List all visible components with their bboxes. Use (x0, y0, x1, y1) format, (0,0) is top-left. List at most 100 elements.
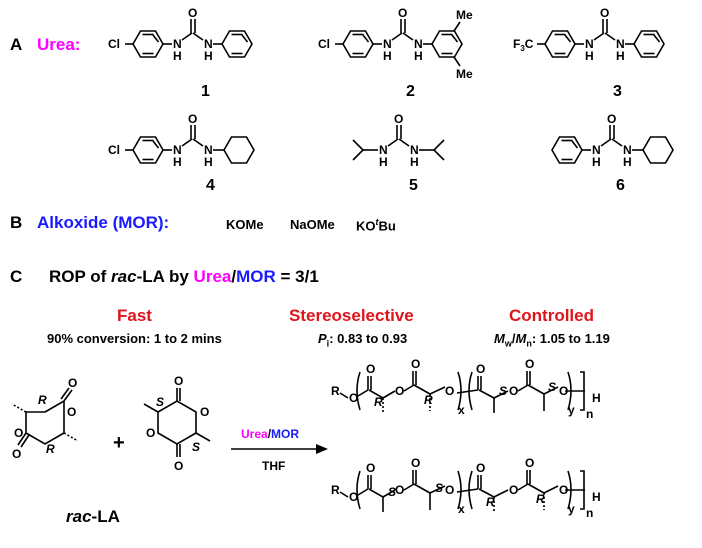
atom-n: N (616, 37, 625, 51)
atom-n-sub: n (586, 506, 593, 520)
lactide-ss-structure: O O S S O O (143, 374, 211, 473)
feature-stereo-detail: Pi: 0.83 to 0.93 (318, 331, 407, 349)
compound-5-structure: N H O N H (352, 112, 445, 169)
atom-h: H (204, 155, 213, 169)
atom-n: N (623, 143, 632, 157)
compound-5-number: 5 (409, 177, 418, 194)
atom-x: x (458, 502, 465, 516)
atom-h: H (592, 391, 601, 405)
feature-controlled-detail: Mw/Mn: 1.05 to 1.19 (494, 331, 610, 349)
atom-o: O (14, 426, 23, 440)
atom-r: R (331, 384, 340, 398)
atom-o: O (349, 391, 358, 405)
compound-2-structure: Cl N H O N H Me Me (318, 6, 473, 81)
polymer-2-structure: R O O S O O S O x O R O O (331, 456, 601, 520)
atom-h: H (173, 49, 182, 63)
atom-n: N (410, 143, 419, 157)
atom-r: R (331, 483, 340, 497)
mn-italic: M (515, 331, 527, 346)
atom-o: O (525, 357, 534, 371)
atom-o: O (525, 456, 534, 470)
atom-me: Me (456, 8, 473, 22)
atom-o: O (394, 112, 403, 126)
atom-o: O (509, 483, 518, 497)
atom-n: N (204, 37, 213, 51)
atom-o: O (366, 461, 375, 475)
atom-y: y (568, 403, 575, 417)
atom-o: O (366, 362, 375, 376)
atom-n: N (585, 37, 594, 51)
atom-o: O (398, 6, 407, 20)
atom-o: O (146, 426, 155, 440)
arrow-catalyst-label: Urea/MOR (241, 427, 299, 441)
atom-o: O (174, 374, 183, 388)
pi-sub: i (326, 338, 330, 349)
rac-la-rest: -LA (91, 507, 120, 526)
atom-o: O (174, 459, 183, 473)
pi-italic: P (318, 331, 327, 346)
atom-o: O (607, 112, 616, 126)
stereo-s: S (156, 395, 164, 409)
arrow-slash: / (267, 427, 272, 441)
polymer-1-structure: R O O R O O R O x O S O O (331, 357, 601, 421)
atom-cl: Cl (108, 37, 120, 51)
rop-title-rac: rac (111, 267, 137, 286)
atom-n: N (414, 37, 423, 51)
atom-h: H (585, 49, 594, 63)
atom-y: y (568, 502, 575, 516)
atom-f3c: F3C (513, 37, 534, 53)
atom-me: Me (456, 67, 473, 81)
compound-3-structure: F3C N H O N H (513, 6, 665, 63)
atom-o: O (188, 112, 197, 126)
arrow-solvent-label: THF (262, 459, 286, 473)
compound-2-number: 2 (406, 83, 415, 100)
plus-sign: + (113, 432, 125, 454)
reagent-kotbu: KOtBu (356, 217, 396, 233)
atom-h: H (592, 155, 601, 169)
compound-1-structure: Cl N H O N H (108, 6, 253, 63)
atom-o: O (476, 461, 485, 475)
compound-4-structure: Cl N H O N H (108, 112, 255, 169)
section-c-letter: C (10, 267, 23, 286)
pi-rest: : 0.83 to 0.93 (329, 331, 408, 346)
feature-stereo-heading: Stereoselective (289, 306, 414, 325)
atom-o: O (445, 384, 454, 398)
atom-o: O (395, 384, 404, 398)
stereo-r: R (486, 495, 495, 509)
feature-fast-detail: 90% conversion: 1 to 2 mins (47, 331, 222, 346)
rac-la-italic: rac (66, 507, 92, 526)
atom-o: O (600, 6, 609, 20)
atom-o: O (411, 357, 420, 371)
section-b-letter: B (10, 213, 23, 232)
mw-sub: w (504, 338, 512, 349)
reaction-arrow (231, 444, 328, 454)
atom-h: H (410, 155, 419, 169)
stereo-r: R (374, 395, 383, 409)
atom-o: O (349, 490, 358, 504)
arrow-mor: MOR (271, 427, 300, 441)
atom-h: H (623, 155, 632, 169)
atom-h: H (414, 49, 423, 63)
kotbu-suffix: Bu (378, 218, 396, 234)
arrow-urea: Urea (241, 427, 268, 441)
rop-title: ROP of rac-LA by Urea/MOR = 3/1 (49, 267, 319, 287)
atom-n: N (379, 143, 388, 157)
mwmn-rest: : 1.05 to 1.19 (531, 331, 610, 346)
atom-n: N (204, 143, 213, 157)
compound-6-number: 6 (616, 177, 625, 194)
atom-h: H (379, 155, 388, 169)
stereo-s: S (548, 380, 556, 394)
atom-o: O (411, 456, 420, 470)
atom-x: x (458, 403, 465, 417)
atom-h: H (383, 49, 392, 63)
atom-cl: Cl (318, 37, 330, 51)
compound-1-number: 1 (201, 83, 210, 100)
rop-title-mid: -LA by (136, 267, 194, 286)
atom-n: N (383, 37, 392, 51)
atom-n: N (173, 143, 182, 157)
stereo-r: R (424, 393, 433, 407)
atom-n: N (592, 143, 601, 157)
atom-o: O (445, 483, 454, 497)
atom-o: O (476, 362, 485, 376)
